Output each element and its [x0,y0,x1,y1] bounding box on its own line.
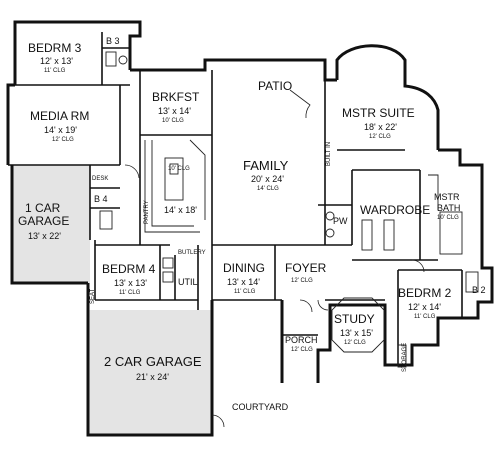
courtyard-label: COURTYARD [232,402,289,412]
bedrm4-clg: 11' CLG [119,290,141,296]
garage2-label: 2 CAR GARAGE [104,354,202,369]
mstr-suite-clg: 12' CLG [369,134,391,140]
bedrm3-clg: 11' CLG [44,68,66,74]
mstr-suite-label: MSTR SUITE [342,106,415,120]
desk-label: DESK [92,176,108,182]
brkfst-clg: 10' CLG [162,118,184,124]
family-clg: 14' CLG [257,186,279,192]
b2-label: B 2 [472,285,486,295]
bedrm4-dim: 13' x 13' [114,278,147,288]
doors [124,89,425,428]
storage-label: STORAGE [402,343,408,372]
pw-label: PW [333,216,348,226]
study-label: STUDY [334,312,375,326]
bedrm2-clg: 11' CLG [414,314,436,320]
kitchen-clg: 10' CLG [168,166,190,172]
dining-label: DINING [223,261,265,275]
b4-label: B 4 [94,194,108,204]
fixtures [99,51,479,368]
garage1-line2: GARAGE [18,214,69,228]
dining-clg: 11' CLG [234,289,256,295]
exterior-walls [6,20,494,437]
bedrm2-dim: 12' x 14' [408,302,441,312]
b3-label: B 3 [106,36,120,46]
family-dim: 20' x 24' [251,174,284,184]
dining-dim: 13' x 14' [227,277,260,287]
garage1-line1: 1 CAR [25,201,61,215]
foyer-clg: 12' CLG [291,278,313,284]
media-dim: 14' x 19' [44,125,77,135]
garage2-dim: 21' x 24' [136,372,169,382]
two-car-garage-floor [88,310,212,435]
pantry-label: PANTRY [144,200,150,224]
family-label: FAMILY [243,158,289,173]
room-labels: BEDRM 3 12' x 13' 11' CLG B 3 MEDIA RM 1… [18,36,486,412]
bedrm3-dim: 12' x 13' [40,56,73,66]
brkfst-dim: 13' x 14' [158,106,191,116]
garage1-dim: 13' x 22' [28,231,61,241]
util-label: UTIL [178,277,198,287]
bedrm4-label: BEDRM 4 [102,262,156,276]
porch-clg: 12' CLG [291,347,313,353]
foyer-label: FOYER [285,261,327,275]
study-clg: 12' CLG [344,340,366,346]
wardrobe-label: WARDROBE [360,203,430,217]
seat-label: SEAT [90,288,96,304]
study-dim: 13' x 15' [340,328,373,338]
mstr-bath-clg: 10' CLG [437,215,459,221]
bedrm3-label: BEDRM 3 [28,41,82,55]
brkfst-label: BRKFST [152,90,200,104]
patio-label: PATIO [258,79,292,93]
mstr-bath-line1: MSTR [434,192,460,202]
built-in-label: BUILT IN [326,142,332,166]
mstr-suite-dim: 18' x 22' [364,122,397,132]
bedrm2-label: BEDRM 2 [398,286,452,300]
kitchen-dim: 14' x 18' [164,205,197,215]
mstr-bath-line2: BATH [437,203,460,213]
porch-label: PORCH [285,335,318,345]
media-label: MEDIA RM [30,109,89,123]
media-clg: 12' CLG [52,137,74,143]
butlery-label: BUTLERY [178,250,206,256]
one-car-garage-floor [12,165,90,283]
